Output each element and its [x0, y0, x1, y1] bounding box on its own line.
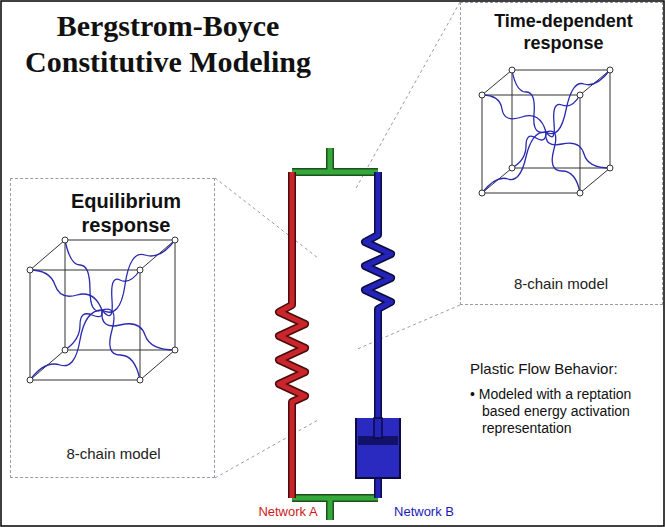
panel-heading: Equilibrium response: [41, 189, 211, 237]
panel-heading: Time-dependent response: [476, 11, 651, 54]
cube-caption: 8-chain model: [46, 445, 181, 463]
note-bullet: • Modeled with a reptation based energy …: [470, 386, 660, 436]
network-a-spring: [279, 172, 305, 498]
callout-panel: Equilibrium response 8-chain model: [10, 178, 215, 478]
note-heading: Plastic Flow Behavior:: [470, 360, 660, 378]
network-label: Network B: [382, 504, 466, 520]
chain-cube: [27, 237, 178, 383]
dashpot-symbol: [356, 418, 400, 478]
diagram-title: Bergstrom-Boyce Constitutive Modeling: [8, 8, 328, 80]
callout-panel: Time-dependent response 8-chain model: [460, 2, 663, 305]
chain-cube: [479, 67, 613, 196]
network-label: Network A: [246, 504, 330, 520]
cube-caption: 8-chain model: [491, 275, 631, 293]
